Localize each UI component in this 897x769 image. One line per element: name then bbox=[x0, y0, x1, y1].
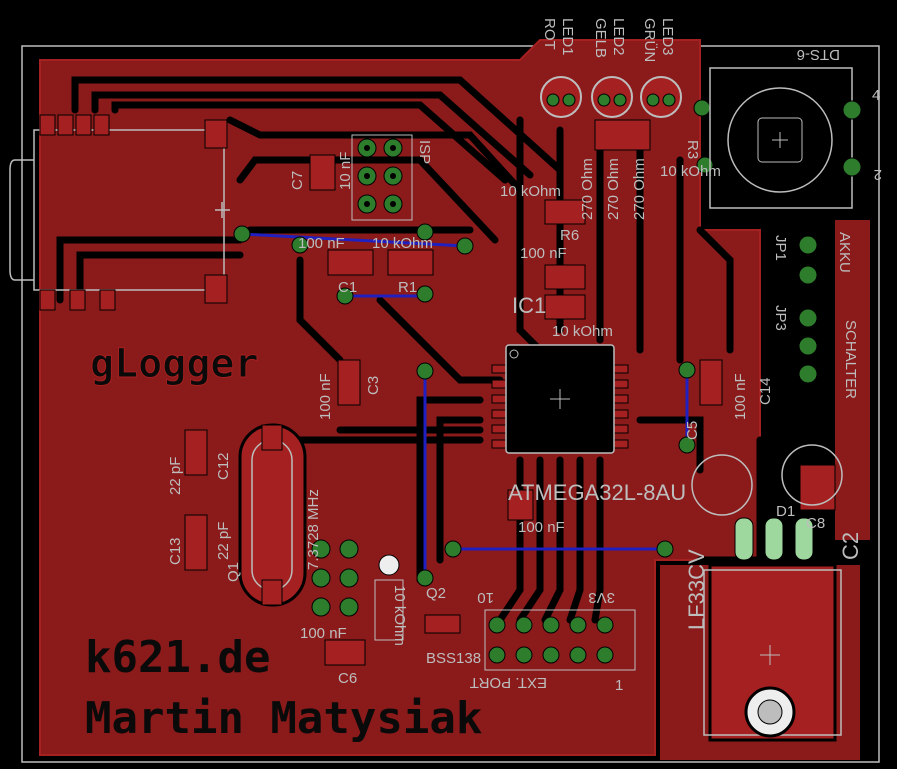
label-3v3: 3V3 bbox=[588, 589, 615, 606]
label-c6: C6 bbox=[338, 670, 357, 687]
label-c13-value: 22 pF bbox=[215, 522, 232, 560]
label-r3: R3 bbox=[684, 140, 701, 159]
transistor-q2 bbox=[374, 554, 404, 641]
label-pin2: 2 bbox=[874, 166, 882, 183]
jumper-headers bbox=[798, 235, 818, 384]
label-led2: LED2 bbox=[610, 18, 627, 56]
label-r6: R6 bbox=[560, 227, 579, 244]
board-author: Martin Matysiak bbox=[85, 693, 482, 744]
label-jp3: JP3 bbox=[772, 305, 789, 331]
label-pin1: 1 bbox=[615, 677, 623, 694]
label-jp1: JP1 bbox=[772, 235, 789, 261]
sd-card-pads bbox=[39, 114, 228, 311]
isp-header-lower bbox=[311, 539, 359, 617]
label-led3: LED3 bbox=[659, 18, 676, 56]
label-r2-value: 10 kOhm bbox=[552, 323, 613, 340]
label-r5-value: 100 nF bbox=[520, 245, 567, 262]
label-c3: C3 bbox=[365, 376, 382, 395]
via bbox=[444, 540, 462, 558]
label-r1: R1 bbox=[398, 279, 417, 296]
via-group bbox=[233, 99, 714, 587]
label-c14: C14 bbox=[757, 377, 774, 405]
label-res-270a: 270 Ohm bbox=[579, 158, 596, 220]
label-q1: Q1 bbox=[225, 562, 242, 582]
label-gruen: GRÜN bbox=[641, 18, 659, 62]
crystal-q1 bbox=[238, 423, 307, 607]
label-led1: LED1 bbox=[559, 18, 576, 56]
label-akku: AKKU bbox=[836, 232, 853, 273]
label-c1: C1 bbox=[338, 279, 357, 296]
label-c5: C5 bbox=[684, 421, 701, 440]
label-r1-value: 10 kOhm bbox=[372, 235, 433, 252]
via bbox=[291, 236, 309, 254]
label-c8: C8 bbox=[806, 515, 825, 532]
electrolytic-caps bbox=[691, 444, 843, 516]
label-c3-value: 100 nF bbox=[317, 373, 334, 420]
label-c9-value: 100 nF bbox=[518, 519, 565, 536]
label-q2: Q2 bbox=[426, 585, 446, 602]
isp-header-top bbox=[351, 134, 413, 221]
via bbox=[416, 362, 434, 380]
label-ten: 10 bbox=[477, 589, 494, 606]
copper-strip-right bbox=[835, 220, 870, 540]
label-ic2: LF33CV bbox=[684, 549, 709, 630]
label-r3-value: 10 kOhm bbox=[660, 163, 721, 180]
label-q2-value: BSS138 bbox=[426, 650, 481, 667]
label-q1-value: 7.3728 MHz bbox=[305, 489, 322, 570]
via bbox=[693, 99, 711, 117]
label-c2: C2 bbox=[838, 532, 863, 560]
label-c12-value: 22 pF bbox=[167, 457, 184, 495]
label-dts6: DTS-6 bbox=[797, 46, 840, 63]
label-c14-value: 100 nF bbox=[732, 373, 749, 420]
label-d1: D1 bbox=[776, 503, 795, 520]
via bbox=[416, 223, 434, 241]
label-ext-port: EXT. PORT bbox=[470, 674, 547, 691]
ic1-mcu bbox=[491, 344, 629, 454]
via bbox=[456, 237, 474, 255]
diode-d1 bbox=[734, 517, 814, 561]
via bbox=[233, 225, 251, 243]
label-isp: ISP bbox=[416, 140, 433, 164]
label-schalter: SCHALTER bbox=[842, 320, 859, 399]
via bbox=[336, 287, 354, 305]
label-c12: C12 bbox=[215, 452, 232, 480]
label-c13: C13 bbox=[167, 537, 184, 565]
sd-card-socket bbox=[9, 129, 230, 291]
board-site: k621.de bbox=[85, 632, 270, 683]
label-r6-value: 10 kOhm bbox=[500, 183, 561, 200]
via bbox=[416, 285, 434, 303]
label-ic1-value: ATMEGA32L-8AU bbox=[508, 480, 686, 505]
label-ic1: IC1 bbox=[512, 293, 546, 318]
label-rot: ROT bbox=[541, 18, 558, 50]
label-gelb: GELB bbox=[592, 18, 609, 58]
board-title: gLogger bbox=[90, 341, 259, 387]
via bbox=[656, 540, 674, 558]
regulator-lf33cv bbox=[703, 563, 842, 742]
board-outline bbox=[21, 45, 880, 763]
label-res-270b: 270 Ohm bbox=[605, 158, 622, 220]
label-r4-value: 10 kOhm bbox=[391, 585, 408, 646]
via bbox=[678, 361, 696, 379]
bottom-traces bbox=[241, 232, 689, 578]
via bbox=[696, 156, 714, 174]
ext-port-header bbox=[484, 609, 636, 671]
label-pin4: 4 bbox=[872, 87, 880, 104]
via bbox=[416, 569, 434, 587]
smd-parts bbox=[184, 119, 836, 666]
label-c7: C7 bbox=[289, 171, 306, 190]
label-res-270c: 270 Ohm bbox=[631, 158, 648, 220]
led-group bbox=[540, 76, 682, 118]
label-c7-value: 10 nF bbox=[337, 152, 354, 190]
label-c6-value: 100 nF bbox=[300, 625, 347, 642]
via bbox=[678, 436, 696, 454]
pushbutton-dts6 bbox=[709, 67, 862, 209]
label-c1-value: 100 nF bbox=[298, 235, 345, 252]
